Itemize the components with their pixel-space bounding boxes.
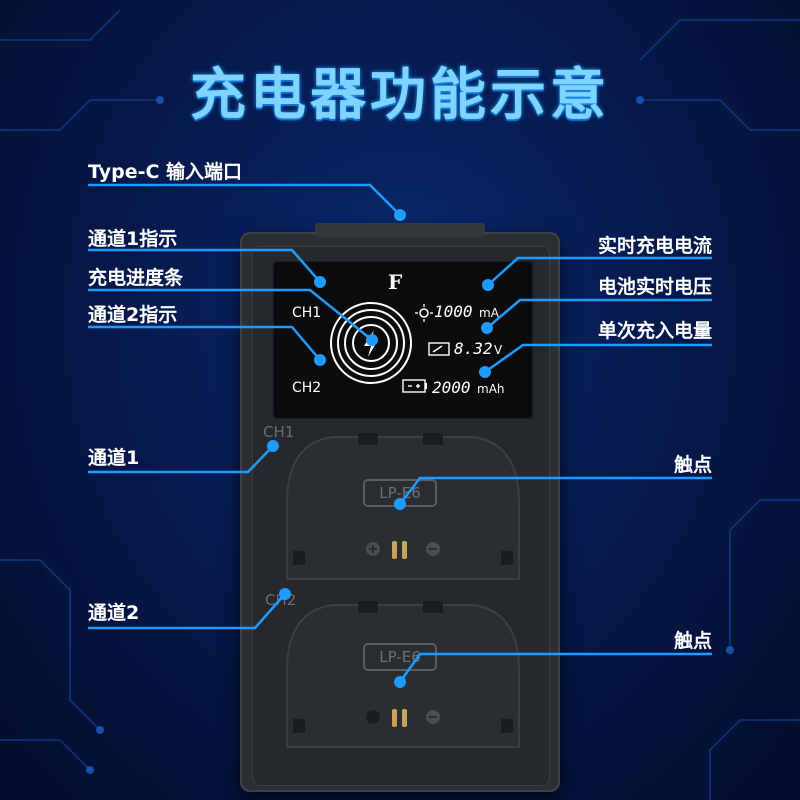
callout-channel1: 通道1 — [88, 447, 140, 469]
contact-pin — [402, 709, 407, 727]
callout-ch1-indicator: 通道1指示 — [88, 228, 178, 250]
lcd-capacity-value: 2000 — [432, 378, 471, 397]
callout-contacts-1: 触点 — [673, 454, 712, 476]
callout-voltage: 电池实时电压 — [597, 276, 712, 298]
lcd-ch2-label: CH2 — [292, 380, 322, 396]
battery-icon — [402, 379, 427, 393]
page-title: 充电器功能示意 — [190, 63, 610, 128]
sun-icon — [415, 304, 433, 322]
callout-type-c: Type-C 输入端口 — [88, 161, 243, 183]
battery-gauge-icon — [428, 342, 450, 356]
lcd-ch1-label: CH1 — [292, 305, 322, 321]
lcd-current-unit: mA — [479, 306, 499, 320]
lcd-voltage-value: 8.32 — [454, 339, 493, 358]
contact-pin — [392, 541, 397, 559]
slot1-label: CH1 — [263, 423, 295, 441]
contact-pin — [392, 709, 397, 727]
callout-capacity: 单次充入电量 — [597, 320, 712, 342]
lcd-capacity-unit: mAh — [477, 382, 505, 396]
brand-logo: F — [388, 270, 403, 294]
callout-progress-bar: 充电进度条 — [88, 267, 184, 289]
callout-current: 实时充电电流 — [597, 235, 712, 257]
type-c-port — [315, 223, 485, 237]
contact-pin — [402, 541, 407, 559]
battery2-model: LP-E6 — [363, 643, 437, 671]
lcd-current-value: 1000 — [434, 302, 473, 321]
callout-ch2-indicator: 通道2指示 — [88, 304, 178, 326]
callout-channel2: 通道2 — [88, 602, 140, 624]
callout-contacts-2: 触点 — [673, 630, 712, 652]
lcd-voltage-unit: V — [494, 343, 503, 357]
